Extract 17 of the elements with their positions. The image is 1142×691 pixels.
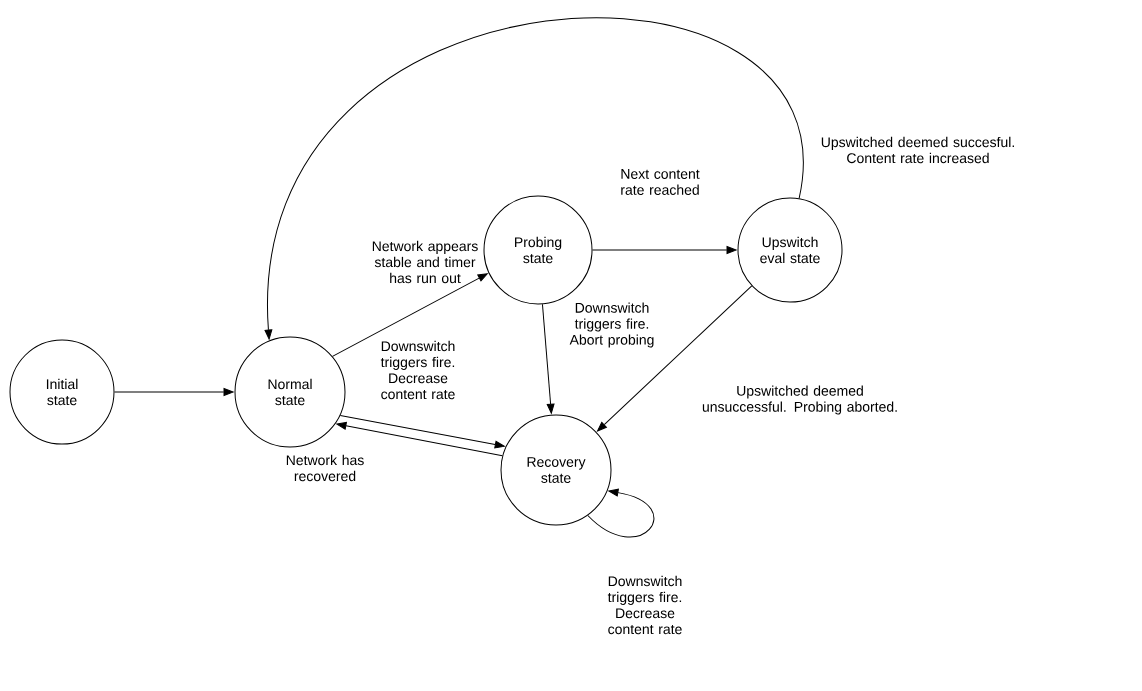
arrow	[332, 273, 488, 357]
arrow	[541, 303, 555, 414]
edge-label: Network appears stable and timer has run out	[372, 240, 478, 284]
arrow	[592, 246, 737, 254]
arrow	[339, 414, 505, 449]
edge-label: Upswitched deemed succesful. Content rate increased	[821, 136, 1014, 164]
edge-label: Downswitch triggers fire. Decrease content rate	[380, 340, 455, 400]
arrow	[114, 388, 234, 396]
edge-label: Next content rate reached	[621, 169, 700, 195]
edge-label: Downswitch triggers fire. Decrease content rate	[607, 575, 682, 635]
arrow	[264, 17, 802, 340]
arrow	[336, 421, 503, 457]
edge-label: Network has recovered	[286, 454, 364, 482]
arrow	[597, 285, 753, 432]
edge-label: Upswitched deemed unsuccessful. Probing aborted.	[702, 385, 897, 415]
arrow	[587, 488, 655, 538]
edge-label: Downswitch triggers fire. Abort probing	[569, 302, 654, 348]
